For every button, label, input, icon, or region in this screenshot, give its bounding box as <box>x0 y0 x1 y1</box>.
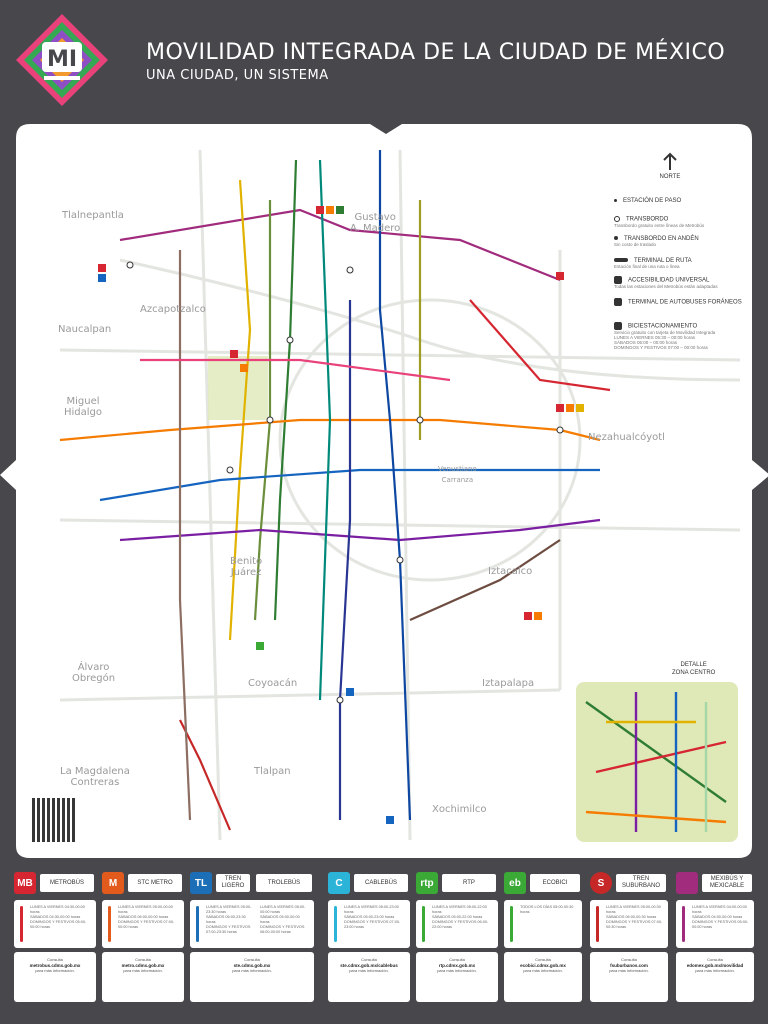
platform-transfer-icon <box>614 236 618 241</box>
system-panel-tren-ligero-trolebus: TL TREN LIGERO TROLEBÚS LUNES A VIERNES … <box>190 872 314 1010</box>
page-subtitle: UNA CIUDAD, UN SISTEMA <box>146 68 329 83</box>
logo-text: MI <box>47 47 77 72</box>
system-name: ECOBICI <box>530 874 580 892</box>
municipality-label: Tlalpan <box>254 766 291 777</box>
transit-lines <box>59 150 611 831</box>
municipality-label: Benito Juárez <box>230 556 263 578</box>
qr-code[interactable] <box>32 798 76 842</box>
inset-map <box>585 692 727 832</box>
route-badges <box>98 206 584 824</box>
centro-detail-inset[interactable] <box>576 682 738 842</box>
tren-suburbano-icon: S <box>590 872 612 894</box>
municipality-label: Álvaro Obregón <box>72 662 116 684</box>
north-arrow-icon <box>663 152 677 170</box>
municipality-label: Iztapalapa <box>482 678 535 689</box>
map-background <box>0 124 768 858</box>
ecobici-icon: eb <box>504 872 526 894</box>
mi-logo: MI <box>16 14 108 106</box>
north-label: NORTE <box>659 174 681 180</box>
bike-parking-icon <box>614 322 622 330</box>
system-panel-ecobici: eb ECOBICI TODOS LOS DÍAS 05:00-00:30 ho… <box>504 872 582 1010</box>
tren-ligero-icon: TL <box>190 872 212 894</box>
transfer-icon <box>614 216 620 222</box>
system-panel-cablebus: C CABLEBÚS LUNES A VIERNES 05:00-23:00 h… <box>328 872 410 1010</box>
legend-item: TERMINAL DE AUTOBUSES FORÁNEOS <box>614 298 742 306</box>
municipality-label: Iztacalco <box>488 566 533 577</box>
municipality-label: Nezahualcóyotl <box>588 432 665 443</box>
municipality-label: Miguel Hidalgo <box>64 396 103 418</box>
mexibus-icon <box>676 872 698 894</box>
municipality-label: Tlalnepantla <box>62 210 124 221</box>
system-name: CABLEBÚS <box>354 874 408 892</box>
municipality-label: Coyoacán <box>248 678 298 689</box>
system-panel-mexibus: MEXIBÚS Y MEXICABLE LUNES A VIERNES 04:0… <box>676 872 754 1010</box>
system-panel-metrobus: MB METROBÚS LUNES A VIERNES 04:30-00:00 … <box>14 872 96 1010</box>
system-name: TREN SUBURBANO <box>616 874 666 892</box>
rtp-icon: rtp <box>416 872 438 894</box>
page-title: MOVILIDAD INTEGRADA DE LA CIUDAD DE MÉXI… <box>146 40 726 65</box>
municipality-label: La Magdalena Contreras <box>60 766 130 788</box>
bus-terminal-icon <box>614 298 622 306</box>
terminal-icon <box>614 258 628 263</box>
municipality-label: Gustavo A. Madero <box>350 212 401 234</box>
system-panel-tren-suburbano: S TREN SUBURBANO LUNES A VIERNES 05:00-0… <box>590 872 668 1010</box>
municipality-label: Venustiano Carranza <box>438 465 477 484</box>
metro-icon: M <box>102 872 124 894</box>
station-dots <box>126 261 564 704</box>
detail-label: DETALLE ZONA CENTRO <box>672 662 716 676</box>
municipality-label: Xochimilco <box>432 804 487 815</box>
legend-item: ESTACIÓN DE PASO <box>614 198 681 204</box>
municipality-label: Azcapotzalco <box>140 304 206 315</box>
system-name: METROBÚS <box>40 874 94 892</box>
north-indicator: NORTE <box>650 152 690 180</box>
system-panel-metro: M STC METRO LUNES A VIERNES 05:00-00:00 … <box>102 872 184 1010</box>
system-name: RTP <box>442 874 496 892</box>
system-name: STC METRO <box>128 874 182 892</box>
cablebus-icon: C <box>328 872 350 894</box>
municipality-label: Naucalpan <box>58 324 112 335</box>
system-name: MEXIBÚS Y MEXICABLE <box>702 874 752 892</box>
system-name: TREN LIGERO <box>216 874 250 892</box>
system-panel-rtp: rtp RTP LUNES A VIERNES 05:00-22:00 hora… <box>416 872 498 1010</box>
accessibility-icon <box>614 276 622 284</box>
metrobus-icon: MB <box>14 872 36 894</box>
system-name: TROLEBÚS <box>256 874 312 892</box>
station-icon <box>614 198 617 202</box>
